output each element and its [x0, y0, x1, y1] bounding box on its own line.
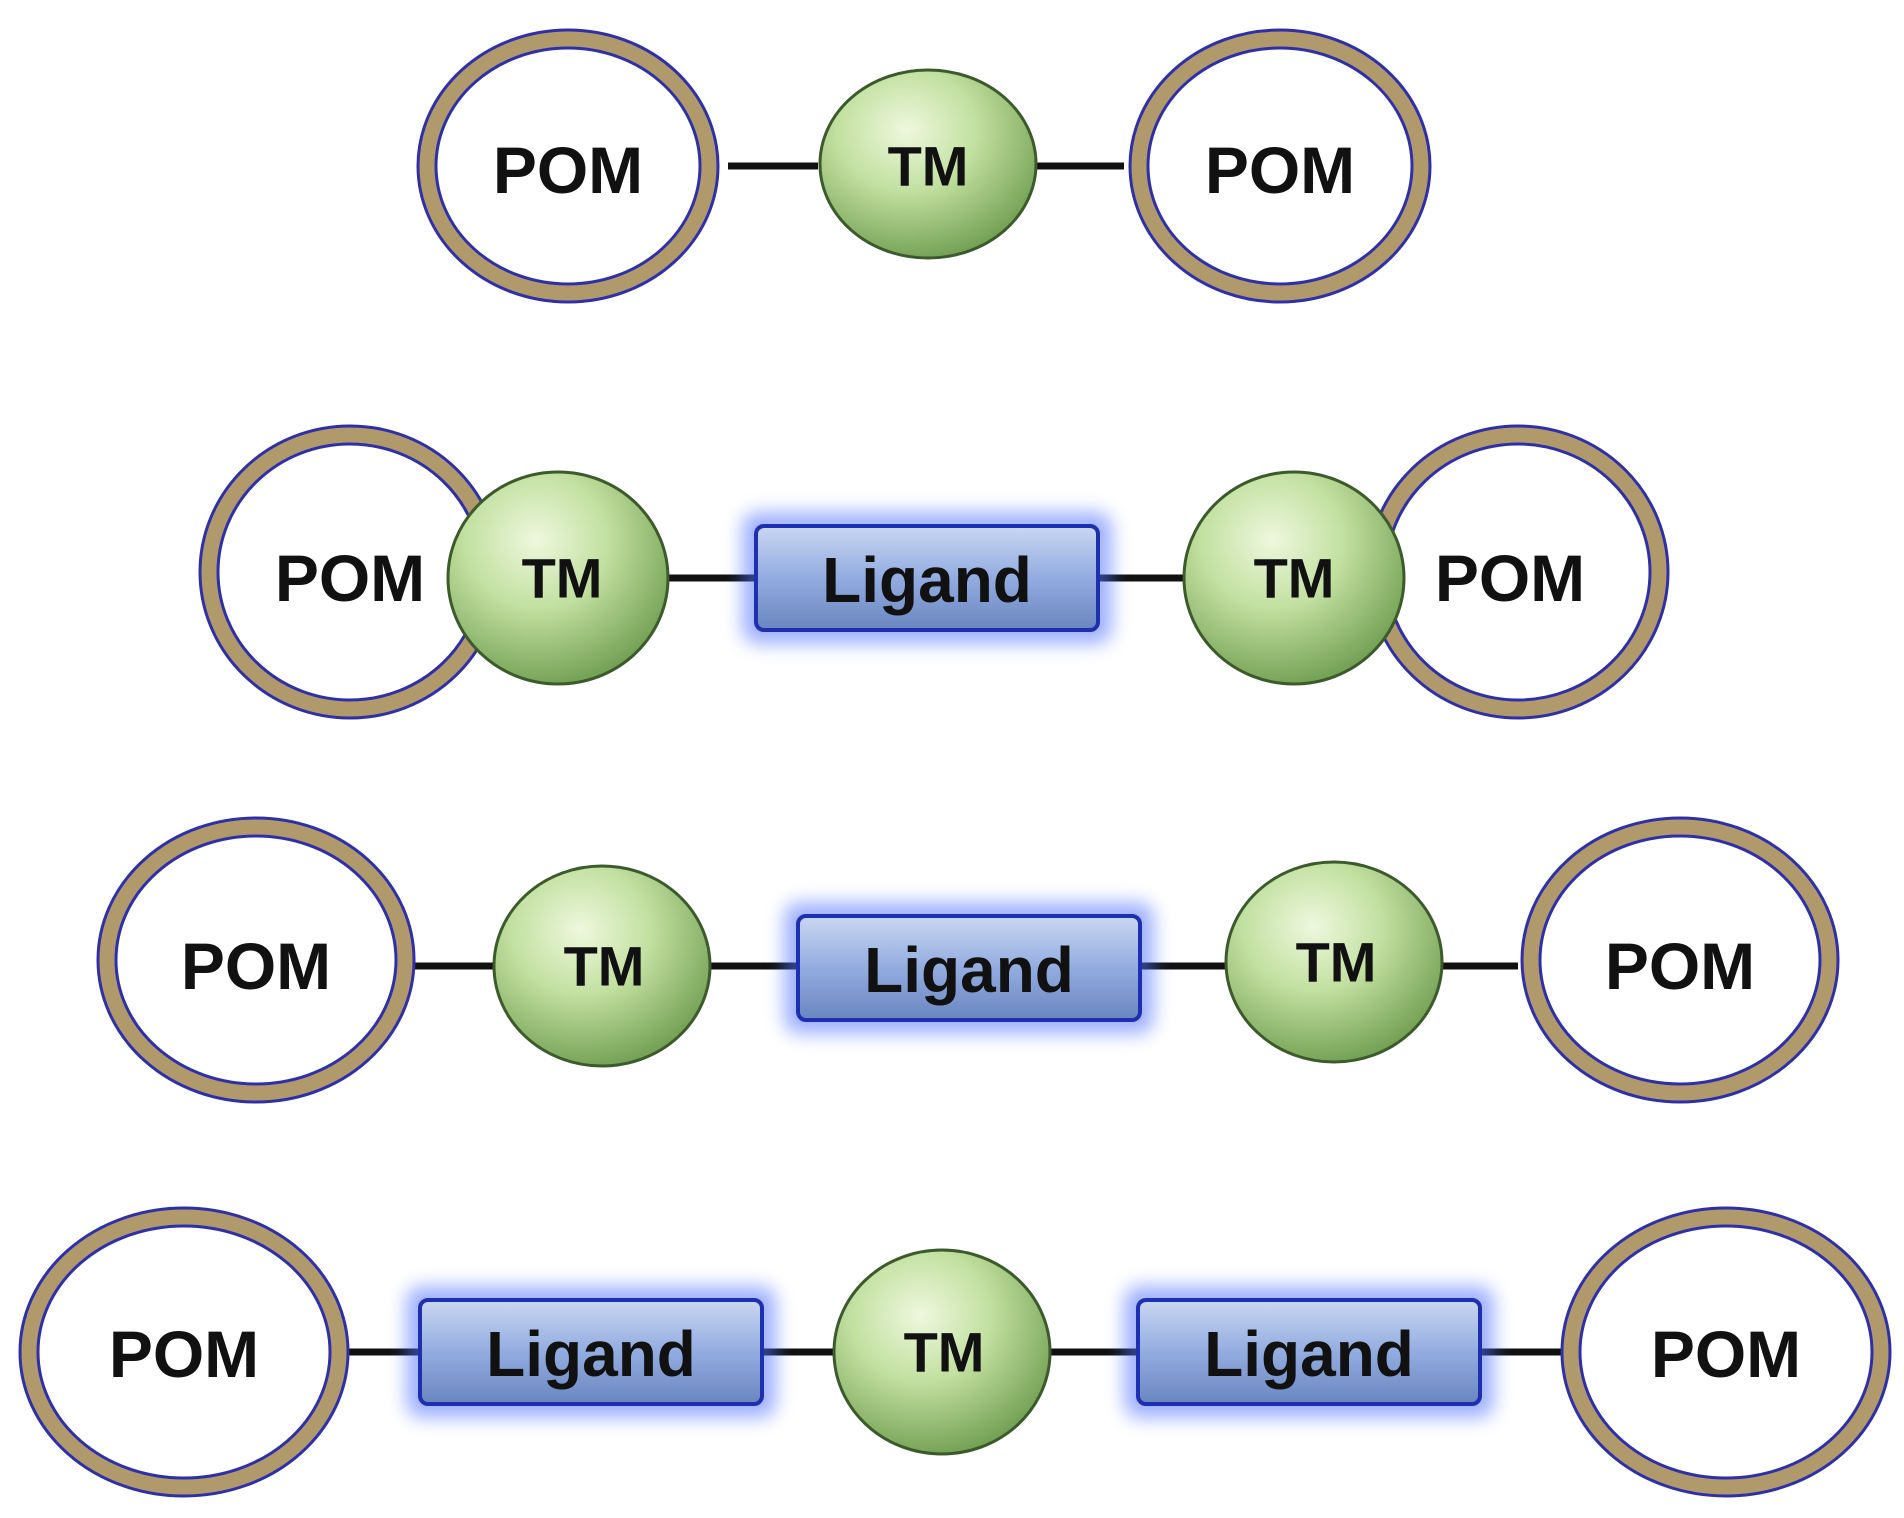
pom-label: POM	[1205, 133, 1355, 207]
tm-label: TM	[1254, 547, 1335, 610]
tm-node: TM	[446, 470, 670, 686]
pom-node: POM	[198, 424, 502, 720]
pom-node: POM	[1560, 1206, 1892, 1498]
tm-label: TM	[1296, 931, 1377, 994]
tm-node: TM	[832, 1248, 1052, 1456]
ligand-label: Ligand	[822, 544, 1032, 616]
ligand-label: Ligand	[864, 934, 1074, 1006]
pom-label: POM	[493, 133, 643, 207]
ligand-node: Ligand	[742, 512, 1112, 644]
row-pom-tm-ligand-tm-pom: POM TM Ligand TM POM	[96, 816, 1840, 1104]
ligand-label: Ligand	[1204, 1318, 1414, 1390]
pom-node: POM	[1520, 816, 1840, 1104]
row-pom-tm-ligand-tm-pom-fused: POM TM Ligand POM TM	[198, 424, 1670, 720]
tm-label: TM	[888, 135, 969, 198]
ligand-node: Ligand	[406, 1286, 776, 1418]
tm-label: TM	[522, 547, 603, 610]
pom-label: POM	[109, 1317, 259, 1391]
pom-node: POM	[18, 1206, 350, 1498]
row-pom-ligand-tm-ligand-pom: POM Ligand TM Ligand POM	[18, 1206, 1892, 1498]
pom-node: POM	[1366, 424, 1670, 720]
pom-node: POM	[1128, 28, 1432, 304]
tm-node: TM	[1224, 860, 1444, 1064]
tm-label: TM	[564, 935, 645, 998]
pom-label: POM	[1651, 1317, 1801, 1391]
pom-label: POM	[275, 541, 425, 615]
ligand-node: Ligand	[1124, 1286, 1494, 1418]
pom-label: POM	[1605, 929, 1755, 1003]
pom-label: POM	[181, 929, 331, 1003]
ligand-label: Ligand	[486, 1318, 696, 1390]
pom-node: POM	[96, 816, 416, 1104]
tm-node: TM	[1182, 470, 1406, 686]
ligand-node: Ligand	[784, 902, 1154, 1034]
pom-node: POM	[416, 28, 720, 304]
tm-label: TM	[904, 1321, 985, 1384]
row-pom-tm-pom: POM TM POM	[416, 28, 1432, 304]
tm-node: TM	[818, 68, 1038, 260]
pom-label: POM	[1435, 541, 1585, 615]
tm-node: TM	[492, 864, 712, 1068]
